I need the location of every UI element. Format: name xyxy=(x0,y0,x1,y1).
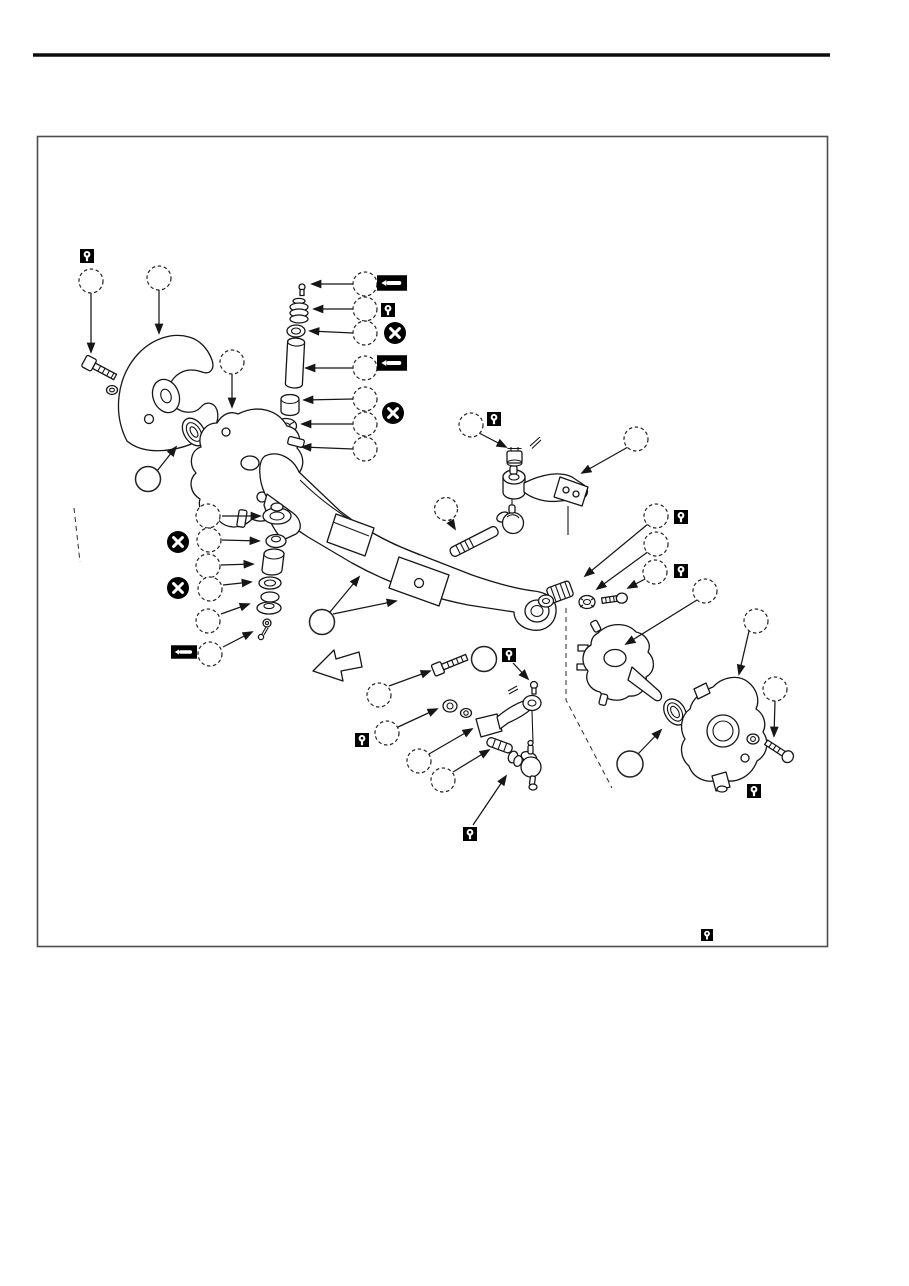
callout-balloon xyxy=(195,553,221,579)
plain-washer xyxy=(459,707,473,719)
grease-icon xyxy=(355,733,369,747)
grease-icon xyxy=(747,784,761,798)
mounting-bolt xyxy=(430,653,469,677)
do-not-reuse-icon xyxy=(382,402,404,424)
sealant-icon xyxy=(171,645,197,659)
callout-balloon xyxy=(197,576,223,602)
callout-balloon xyxy=(78,268,104,294)
callout-balloons xyxy=(78,265,788,793)
callout-balloon xyxy=(352,355,378,381)
callout-balloon xyxy=(623,426,649,452)
callout-balloon xyxy=(195,503,221,529)
callout-balloon xyxy=(352,386,378,412)
bushing-stack-left xyxy=(256,502,292,641)
callout-balloon xyxy=(643,503,669,529)
grease-icon xyxy=(701,929,713,941)
callout-balloon xyxy=(352,320,378,346)
callout-balloon xyxy=(743,608,769,634)
grease-icon xyxy=(80,249,94,263)
callout-balloon xyxy=(146,265,172,291)
callout-balloon xyxy=(458,412,484,438)
callout-balloon xyxy=(366,682,392,708)
grease-fitting xyxy=(507,680,539,695)
callout-balloon xyxy=(433,496,459,522)
callout-balloon xyxy=(352,271,378,297)
callout-balloon xyxy=(616,750,644,778)
callout-balloon xyxy=(352,436,378,462)
callout-balloon xyxy=(642,559,668,585)
grease-icon xyxy=(463,827,477,841)
steering-knuckle-right xyxy=(680,676,768,793)
do-not-reuse-icon xyxy=(384,322,406,344)
tie-rod-end xyxy=(486,737,542,791)
sealant-icon xyxy=(377,355,407,371)
parts-line-art xyxy=(81,283,795,793)
do-not-reuse-icon xyxy=(167,577,189,599)
figure-frame xyxy=(36,135,829,948)
callout-balloon xyxy=(196,527,222,553)
do-not-reuse-icon xyxy=(167,531,189,553)
callout-balloon xyxy=(219,349,245,375)
grease-icon xyxy=(502,648,516,662)
lock-washer xyxy=(105,384,119,396)
callout-balloon xyxy=(195,608,221,634)
kingpin-bearing-set xyxy=(537,580,628,610)
cotter-pin xyxy=(529,436,542,449)
callout-balloon xyxy=(374,720,400,746)
callout-balloon xyxy=(352,296,378,322)
pitman-arm xyxy=(475,694,542,744)
callout-balloon xyxy=(406,748,432,774)
callout-balloon xyxy=(352,411,378,437)
grease-icon xyxy=(674,510,688,524)
direction-arrow xyxy=(312,649,363,682)
knuckle-spindle xyxy=(576,619,663,707)
stopper-nut xyxy=(442,699,458,713)
relay-rod xyxy=(449,504,525,557)
knuckle-nut xyxy=(746,733,760,745)
callout-balloon xyxy=(308,608,336,636)
grease-icon xyxy=(487,412,501,426)
arm-bolt xyxy=(81,354,118,381)
callout-balloon xyxy=(643,531,669,557)
idler-arm xyxy=(502,465,589,535)
callout-balloon xyxy=(197,641,223,667)
leader-arrows xyxy=(86,279,779,826)
grease-icon xyxy=(674,564,688,578)
callout-balloon xyxy=(762,676,788,702)
grease-icon xyxy=(381,303,395,317)
assembly-boundary-dashes xyxy=(73,507,613,789)
sealant-icon xyxy=(377,275,407,291)
callout-balloon xyxy=(692,578,718,604)
callout-balloon xyxy=(134,465,162,493)
callout-balloon xyxy=(470,645,498,673)
castle-nut xyxy=(506,447,523,467)
knuckle-bolt xyxy=(763,739,795,764)
callout-balloon xyxy=(430,767,456,793)
